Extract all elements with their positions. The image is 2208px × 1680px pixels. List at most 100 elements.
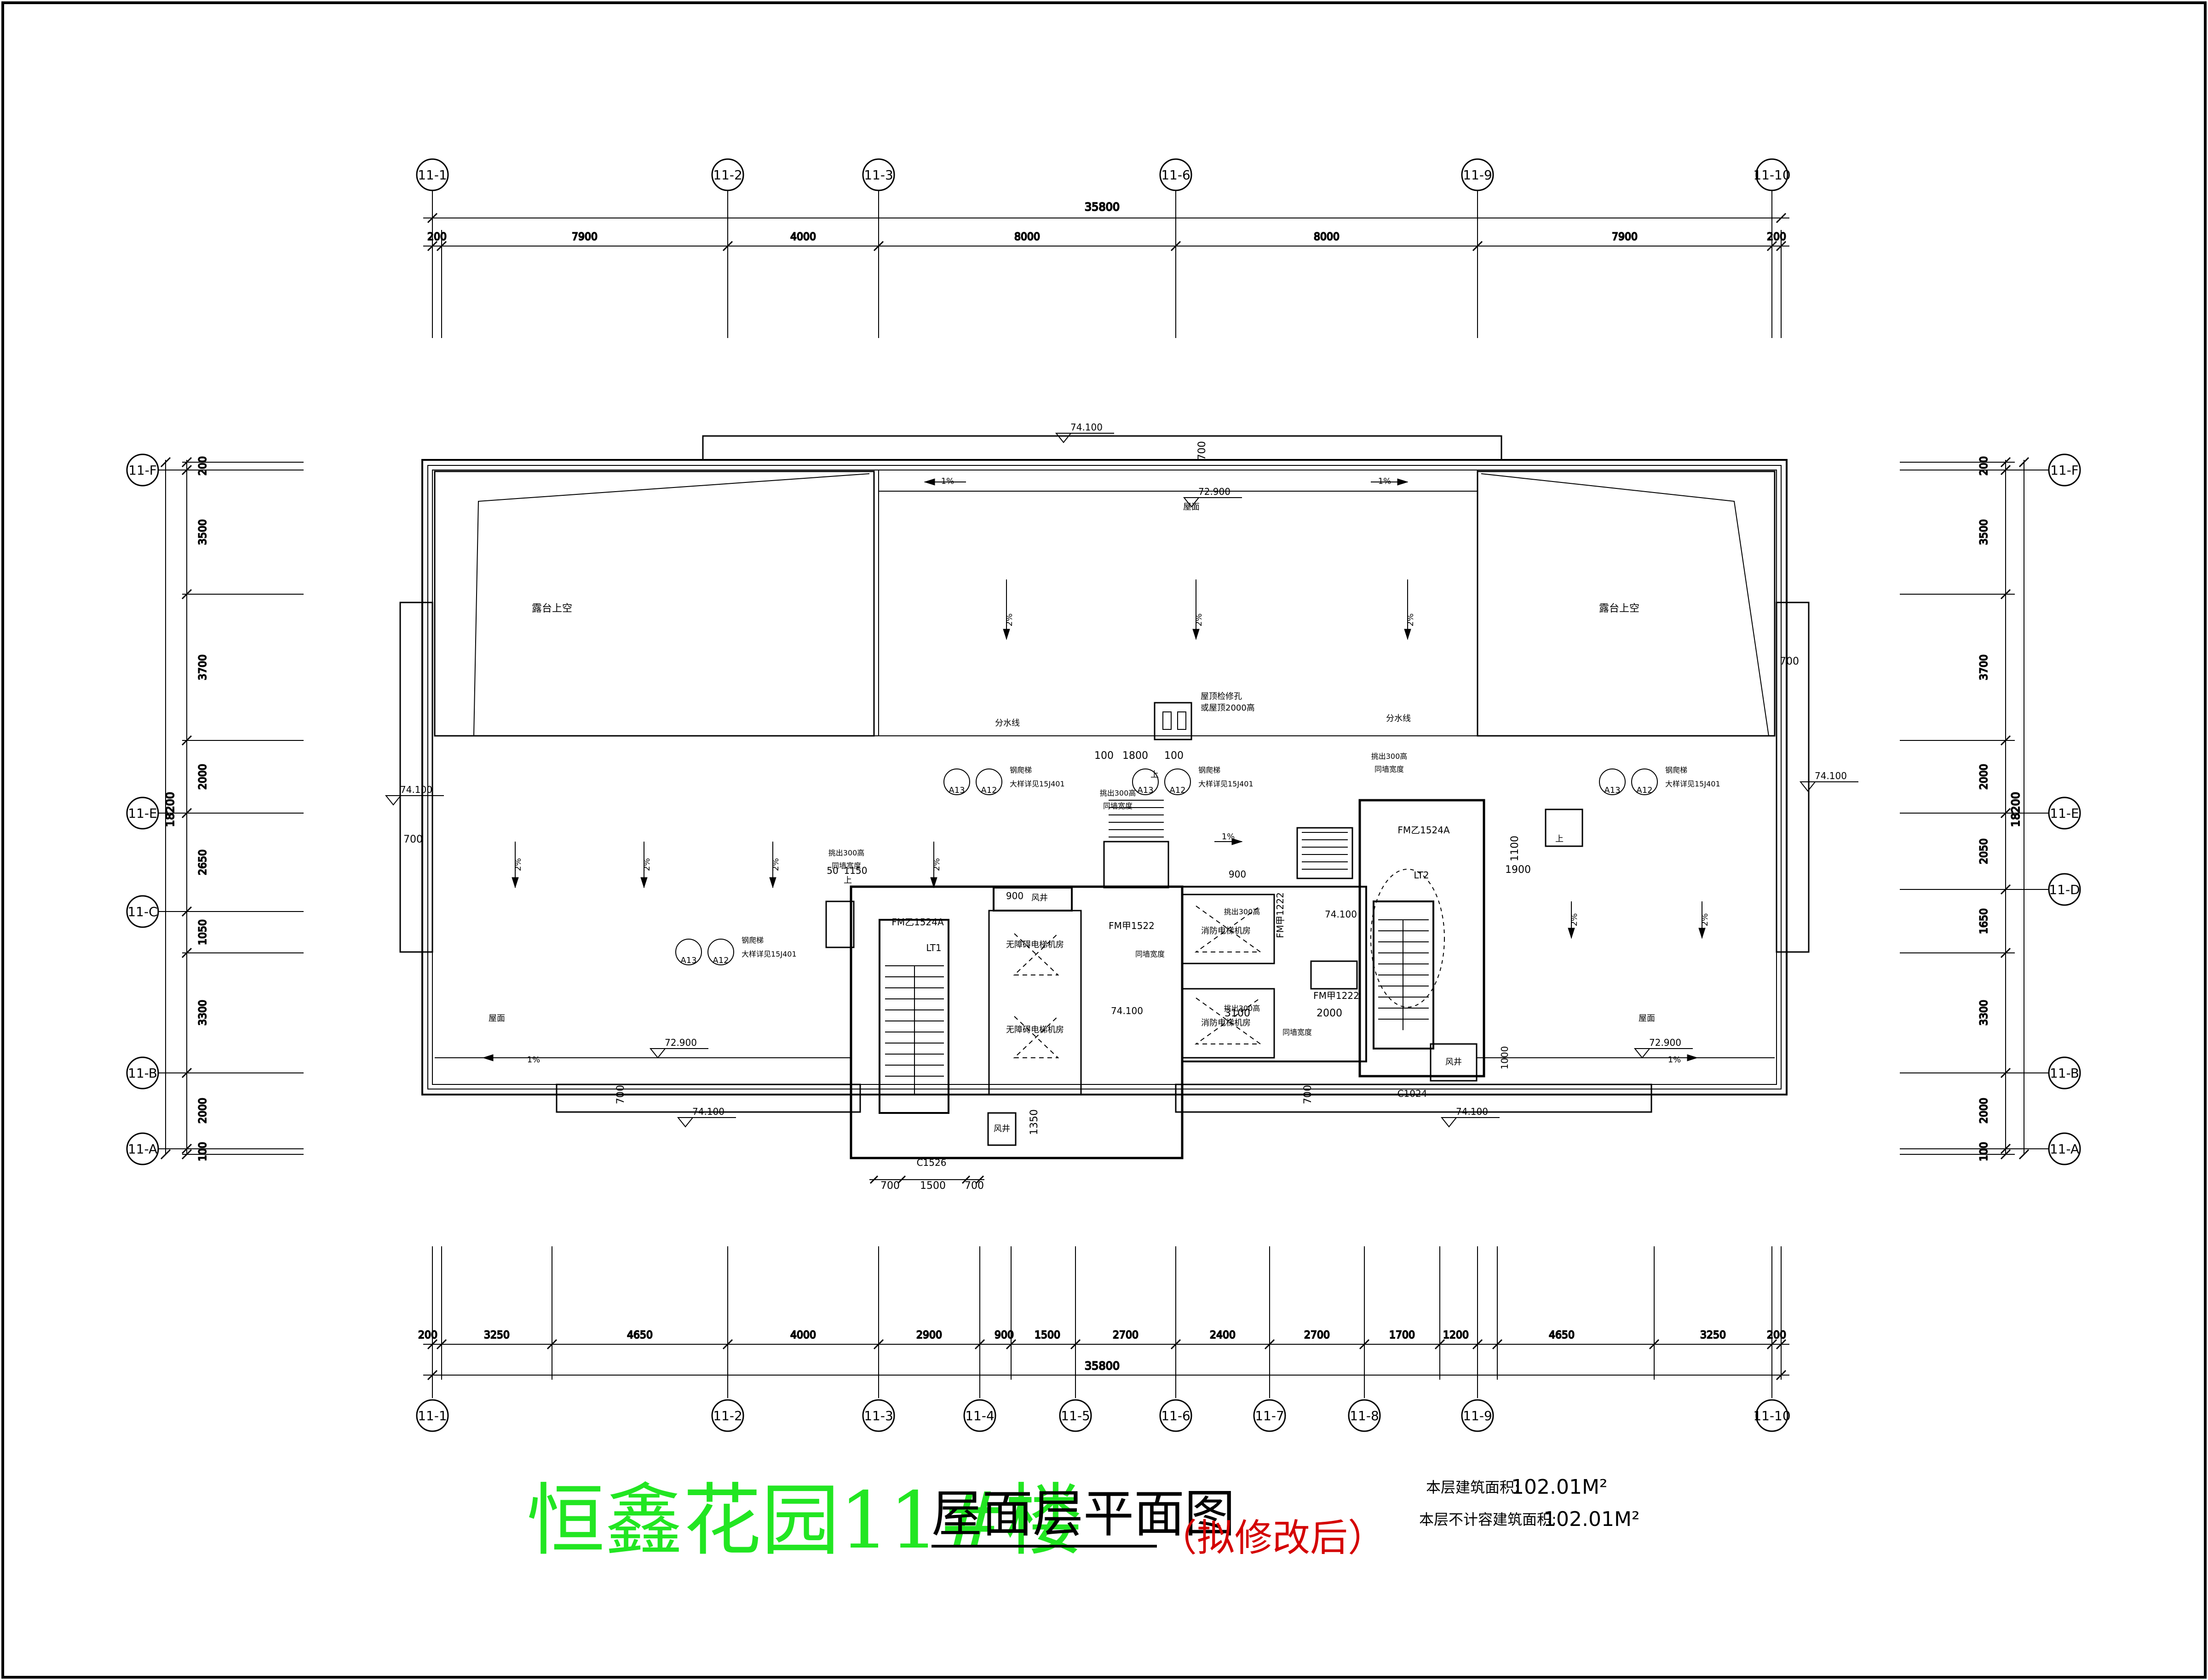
dim-tick	[722, 1339, 733, 1350]
elev-top: 74.100	[1070, 422, 1103, 433]
ladder-note-2: 钢爬梯	[742, 936, 764, 945]
up-label-3: 上	[1555, 834, 1564, 844]
area-label-1: 本层建筑面积:	[1426, 1479, 1519, 1496]
left-seg-dim-5: 1050	[197, 919, 209, 945]
bottom-seg-dim-13: 3250	[1700, 1330, 1726, 1341]
top-gutter	[878, 470, 1478, 492]
left-seg-dim-8: 100	[197, 1142, 209, 1161]
railing-note-2: 同墙宽度	[1103, 802, 1133, 810]
top-seg-dim-6: 200	[1767, 231, 1786, 243]
roof-label-left: 屋面	[489, 1014, 505, 1023]
slope-arrow-right-1-head	[1698, 928, 1706, 939]
dim-tick	[427, 241, 438, 252]
bottom-axis-4-label: 11-5	[1061, 1408, 1090, 1423]
top-axis-5-circle	[1755, 158, 1788, 191]
tag-a13-2-circle	[675, 939, 702, 965]
dim-tick	[2000, 1067, 2011, 1078]
terrace-void-right-label: 露台上空	[1599, 603, 1639, 614]
bottom-seg-dim-4: 2900	[916, 1330, 942, 1341]
ladder-right	[1545, 808, 1583, 847]
bottom-axis-7-label: 11-8	[1350, 1408, 1379, 1423]
bottom-seg-dim-9: 2700	[1304, 1330, 1330, 1341]
right-eave	[1776, 602, 1810, 953]
bottom-axis-0-circle	[416, 1399, 449, 1432]
dim-tick	[1776, 1339, 1787, 1350]
slope-arrow-bottom-left-head	[482, 1054, 494, 1061]
top-axis-1-circle	[711, 158, 744, 191]
slope-arrow-low-0-head	[512, 877, 519, 889]
slope2-low-1: 2%	[642, 858, 652, 872]
dim-tick	[2000, 1149, 2011, 1160]
fire-machine-room-b	[1181, 988, 1275, 1059]
dim-tick	[2000, 884, 2011, 895]
elev-bottom-right: 74.100	[1456, 1106, 1488, 1117]
bottom-seg-dim-3: 4000	[790, 1330, 816, 1341]
left-seg-dim-1: 3500	[197, 519, 209, 545]
top-seg-dim-5: 7900	[1612, 231, 1638, 243]
slope-label-bottom-left: 1%	[527, 1055, 540, 1065]
door-label-4: FM甲1222	[1275, 892, 1286, 938]
right-seg-dim-5: 1650	[1978, 908, 1990, 934]
elev-left-mark	[385, 795, 402, 806]
left-seg-dim-3: 2000	[197, 764, 209, 790]
core-middle	[1181, 886, 1367, 1062]
door-label-2: FM乙1524A	[1397, 825, 1450, 836]
shaft-left	[993, 887, 1073, 912]
bottom-seg-dim-8: 2400	[1210, 1330, 1236, 1341]
stair-up-left	[1103, 841, 1169, 889]
dim-tick	[436, 241, 447, 252]
bottom-axis-4-circle	[1059, 1399, 1092, 1432]
right-axis-4-circle	[2048, 1132, 2081, 1165]
dim-1800: 1800	[1122, 750, 1148, 762]
door-swing-arc	[1370, 869, 1445, 1008]
shaft-label-left: 风井	[994, 1124, 1010, 1134]
top-axis-4-label: 11-9	[1463, 167, 1492, 183]
shaft-label-top: 风井	[1031, 893, 1048, 903]
dim-tick	[2000, 808, 2011, 819]
parapet-outer	[421, 459, 1788, 1095]
left-axis-3-circle	[126, 1056, 159, 1089]
area-label-2: 本层不计容建筑面积:	[1419, 1511, 1557, 1528]
elev-bottom-left-mark	[677, 1117, 694, 1128]
right-axis-2-label: 11-D	[2049, 882, 2080, 897]
terrace-void-left-label: 露台上空	[532, 603, 572, 614]
right-axis-2-circle	[2048, 873, 2081, 906]
dim-100-a: 100	[1094, 750, 1114, 762]
dim-1100: 1100	[1509, 836, 1521, 861]
left-axis-1-label: 11-E	[128, 806, 157, 821]
roof-edge	[432, 470, 1777, 1085]
dim-tick	[1264, 1339, 1275, 1350]
left-seg-dim-7: 2000	[197, 1098, 209, 1124]
dim-2000: 2000	[1317, 1008, 1342, 1019]
slope2-low-2: 2%	[771, 858, 781, 872]
tag-a12-2: A12	[713, 956, 729, 965]
slope2-low-0: 2%	[513, 858, 523, 872]
left-eave	[399, 602, 433, 953]
dim-tick	[873, 241, 884, 252]
top-axis-0-circle	[416, 158, 449, 191]
door-label-5: FM甲1222	[1313, 990, 1359, 1001]
ladder-ref-1: 大样详见15J401	[1198, 780, 1254, 788]
elev-bottom-left: 74.100	[692, 1106, 724, 1117]
bottom-axis-1-circle	[711, 1399, 744, 1432]
top-axis-3-label: 11-6	[1161, 167, 1190, 183]
dim-tick	[2000, 464, 2011, 476]
tag-a13-2: A13	[680, 956, 696, 965]
dim-tick	[2018, 457, 2030, 468]
dim-900: 900	[1229, 869, 1246, 880]
left-axis-0-circle	[126, 453, 159, 487]
dim-700-bottom-right: 700	[1302, 1085, 1314, 1104]
right-seg-dim-4: 2050	[1978, 838, 1990, 864]
parapet-note-2: 挑出300高	[1100, 789, 1136, 797]
door-landing	[1310, 960, 1358, 990]
dim-tick	[181, 589, 192, 600]
elev-local-core: 74.100	[1111, 1005, 1143, 1016]
dim-tick	[2000, 1143, 2011, 1154]
top-seg-dim-4: 8000	[1314, 231, 1340, 243]
elev-roof-bottom-right: 72.900	[1649, 1037, 1681, 1048]
dim-tick	[181, 906, 192, 917]
dim-tick	[1776, 212, 1787, 224]
vent-left	[987, 1112, 1017, 1146]
slope2-mid-2: 2%	[1406, 614, 1415, 627]
